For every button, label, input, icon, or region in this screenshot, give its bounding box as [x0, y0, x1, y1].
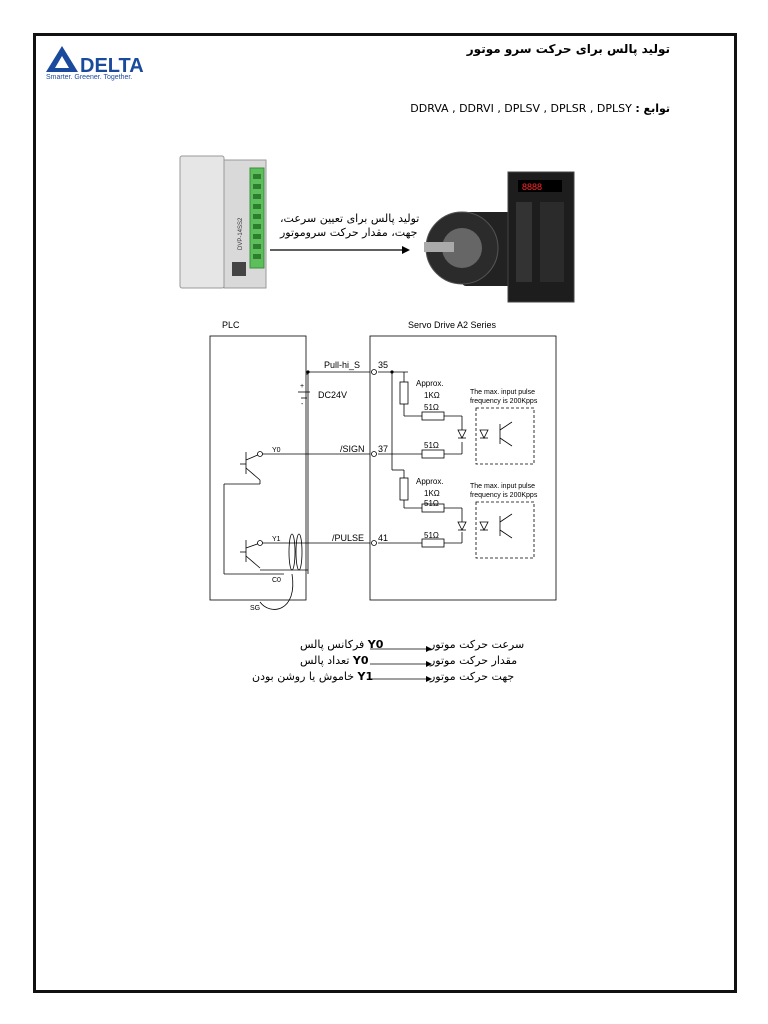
pull-hi-label: Pull-hi_S [324, 360, 360, 370]
illustration-caption-2: جهت، مقدار حرکت سروموتور [280, 226, 418, 239]
res-1k-1: 1KΩ [424, 391, 440, 400]
minus-sign: - [301, 401, 304, 408]
logo-tagline: Smarter. Greener. Together. [46, 74, 133, 81]
plc-image: DVP-14SS2 [179, 155, 267, 289]
delta-logo: DELTA [46, 46, 144, 77]
res-51-a: 51Ω [424, 403, 439, 412]
dc-label: DC24V [318, 390, 347, 400]
wiring-diagram: PLC Servo Drive A2 Series Pull-hi_S 35 3… [209, 320, 557, 612]
legend-right-0: Y0 فرکانس پالس [300, 638, 383, 651]
approx-label-2: Approx. [416, 477, 444, 486]
plus-sign: + [300, 383, 304, 390]
res-1k-2: 1KΩ [424, 489, 440, 498]
pin-41: 41 [378, 533, 388, 543]
functions-list: DDRVA , DDRVI , DPLSV , DPLSR , DPLSY [410, 102, 632, 115]
functions-line: توابع : DDRVA , DDRVI , DPLSV , DPLSR , … [410, 102, 670, 115]
legend-left-2: جهت حرکت موتور [430, 670, 515, 683]
plc-label: PLC [222, 320, 240, 330]
illustration-caption-1: تولید پالس برای تعیین سرعت، [280, 212, 420, 225]
plc-model: DVP-14SS2 [238, 217, 244, 250]
page-border [33, 33, 737, 993]
legend-right-2: Y1 خاموش یا روشن بودن [252, 670, 373, 683]
legend-right-text-0: فرکانس پالس [300, 638, 365, 651]
legend-right-text-1: تعداد پالس [300, 654, 350, 667]
legend-bold-0: Y0 [367, 638, 384, 651]
page-title: تولید پالس برای حرکت سرو موتور [466, 42, 670, 56]
legend-left-1: مقدار حرکت موتور [430, 654, 518, 667]
pulse-label: /PULSE [332, 533, 364, 543]
svg-text:8888: 8888 [522, 182, 542, 192]
servo-drive-image: 8888 [507, 171, 575, 303]
logo-brand: DELTA [80, 55, 144, 77]
sg-label: SG [250, 605, 260, 612]
res-51-d: 51Ω [424, 531, 439, 540]
pin-37: 37 [378, 444, 388, 454]
res-51-c: 51Ω [424, 499, 439, 508]
arrow-head [402, 246, 410, 254]
illustration: DVP-14SS2 8888 [179, 155, 575, 303]
note-line2-a: frequency is 200Kpps [470, 398, 538, 405]
pin-35: 35 [378, 360, 388, 370]
note-line2-b: frequency is 200Kpps [470, 492, 538, 499]
c0-label: C0 [272, 577, 281, 584]
note-line1-b: The max. input pulse [470, 483, 535, 490]
legend-bold-2: Y1 [357, 670, 374, 683]
note-line1-a: The max. input pulse [470, 389, 535, 396]
res-51-b: 51Ω [424, 441, 439, 450]
sign-label: /SIGN [340, 444, 365, 454]
y0-label: Y0 [272, 447, 281, 454]
servo-label: Servo Drive A2 Series [408, 320, 497, 330]
legend-right-text-2: خاموش یا روشن بودن [252, 670, 354, 683]
approx-label-1: Approx. [416, 379, 444, 388]
legend-bold-1: Y0 [352, 654, 369, 667]
legend-arrows [370, 646, 432, 682]
legend-right-1: Y0 تعداد پالس [300, 654, 369, 667]
y1-label: Y1 [272, 536, 281, 543]
functions-label: توابع : [635, 102, 670, 115]
legend-left-0: سرعت حرکت موتور [430, 638, 525, 651]
